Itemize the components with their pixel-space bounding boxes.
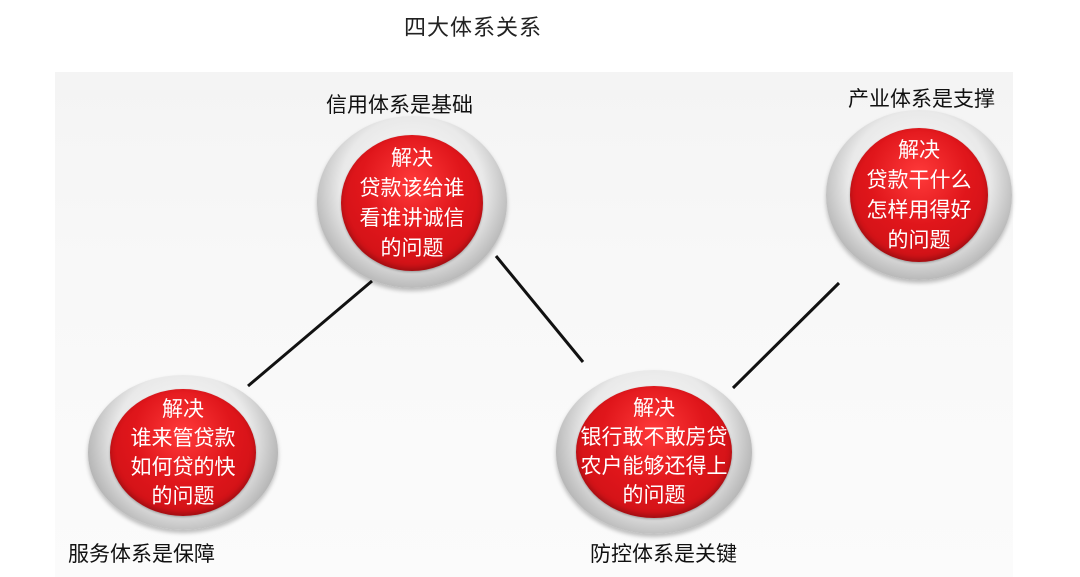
node-service-line-2: 谁来管贷款 xyxy=(130,425,236,450)
diagram-title: 四大体系关系 xyxy=(403,16,542,41)
node-credit-line-3: 看谁讲诚信 xyxy=(359,206,465,230)
node-risk: 解决 银行敢不敢房贷 农户能够还得上 的问题 xyxy=(556,370,752,534)
node-service-line-3: 如何贷的快 xyxy=(130,454,236,479)
node-industry-line-3: 怎样用得好 xyxy=(866,198,972,222)
node-industry-line-4: 的问题 xyxy=(887,228,951,252)
node-industry-line-2: 贷款干什么 xyxy=(866,168,972,192)
node-industry-line-1: 解决 xyxy=(898,138,940,162)
node-industry-text: 解决 贷款干什么 怎样用得好 的问题 xyxy=(867,135,972,255)
node-service-core: 解决 谁来管贷款 如何贷的快 的问题 xyxy=(110,389,256,516)
node-credit: 解决 贷款该给谁 看谁讲诚信 的问题 xyxy=(317,116,507,288)
node-credit-text: 解决 贷款该给谁 看谁讲诚信 的问题 xyxy=(360,143,465,263)
connector-service-credit xyxy=(247,279,373,388)
node-industry-core: 解决 贷款干什么 怎样用得好 的问题 xyxy=(850,128,988,262)
node-credit-core: 解决 贷款该给谁 看谁讲诚信 的问题 xyxy=(341,135,483,271)
node-service-line-1: 解决 xyxy=(162,396,204,421)
node-credit-line-4: 的问题 xyxy=(380,236,444,260)
connector-credit-risk xyxy=(494,255,585,363)
node-risk-line-1: 解决 xyxy=(633,396,675,420)
node-risk-line-2: 银行敢不敢房贷 xyxy=(580,425,728,449)
node-risk-line-4: 的问题 xyxy=(622,483,686,507)
node-risk-core: 解决 银行敢不敢房贷 农户能够还得上 的问题 xyxy=(576,386,732,518)
node-service-text: 解决 谁来管贷款 如何贷的快 的问题 xyxy=(131,395,236,511)
node-service-line-4: 的问题 xyxy=(151,483,215,508)
node-risk-text: 解决 银行敢不敢房贷 农户能够还得上 的问题 xyxy=(581,394,728,510)
node-industry: 解决 贷款干什么 怎样用得好 的问题 xyxy=(826,110,1012,280)
node-credit-line-1: 解决 xyxy=(391,146,433,170)
connector-risk-industry xyxy=(731,281,841,390)
node-label-industry: 产业体系是支撑 xyxy=(848,87,995,111)
node-credit-line-2: 贷款该给谁 xyxy=(359,176,465,200)
node-label-credit: 信用体系是基础 xyxy=(326,93,473,117)
node-label-service: 服务体系是保障 xyxy=(68,542,215,566)
node-label-risk: 防控体系是关键 xyxy=(590,542,737,566)
node-service: 解决 谁来管贷款 如何贷的快 的问题 xyxy=(88,375,278,530)
node-risk-line-3: 农户能够还得上 xyxy=(580,454,728,478)
